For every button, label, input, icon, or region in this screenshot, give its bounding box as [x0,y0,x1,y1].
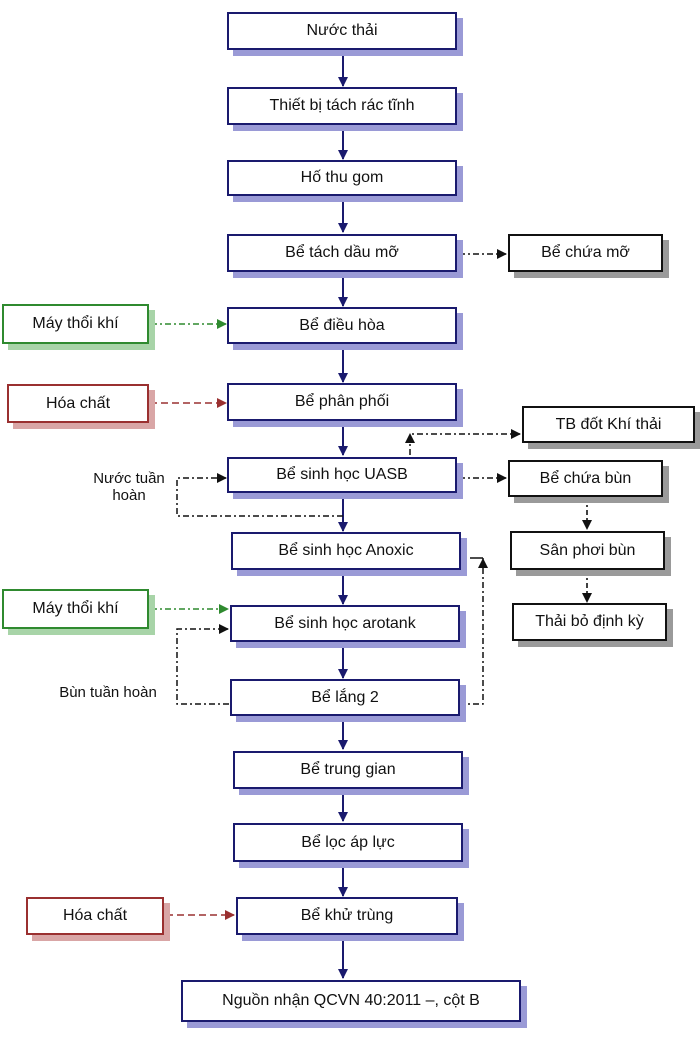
node-ho-thu-gom: Hố thu gom [227,160,457,196]
node-phan-phoi: Bể phân phối [227,383,457,421]
node-label: Bể khử trùng [300,907,394,925]
node-label: TB đốt Khí thải [555,415,662,433]
node-label: Bể sinh học UASB [276,466,408,484]
node-arotank: Bể sinh học arotank [230,605,460,642]
node-label: Nước thải [306,22,378,40]
return-up-arrowhead [478,558,488,568]
return-to-anoxic [459,558,484,705]
node-lang-2: Bể lắng 2 [230,679,460,716]
node-dieu-hoa: Bể điều hòa [227,307,457,344]
node-label: Bể trung gian [300,761,396,779]
node-label: Bể sinh học Anoxic [278,542,414,560]
node-nuoc-thai: Nước thải [227,12,457,50]
gas-up-arrowhead [405,433,415,443]
label-line: Nước tuần [93,470,165,487]
node-label: Nguồn nhận QCVN 40:2011 –, cột B [222,992,480,1010]
node-label: Sân phơi bùn [539,541,636,559]
gas-line [409,429,521,455]
node-may-thoi-khi-1: Máy thổi khí [2,304,149,344]
node-label: Máy thổi khí [32,315,119,333]
node-label: Bể chứa bùn [539,469,632,487]
node-trung-gian: Bể trung gian [233,751,463,789]
label-line: hoàn [112,487,146,505]
node-label: Hóa chất [45,394,111,412]
node-hoa-chat-1: Hóa chất [7,384,149,423]
node-chua-mo: Bể chứa mỡ [508,234,663,272]
node-nguon-nhan: Nguồn nhận QCVN 40:2011 –, cột B [181,980,521,1022]
node-label: Thải bỏ định kỳ [535,613,644,631]
node-chua-bun: Bể chứa bùn [508,460,663,497]
node-khu-trung: Bể khử trùng [236,897,458,935]
node-san-phoi-bun: Sân phơi bùn [510,531,665,570]
label-nuoc-tuan-hoan: Nước tuần hoàn [80,470,178,505]
node-label: Máy thổi khí [32,600,119,618]
node-label: Bể lọc áp lực [301,833,395,851]
node-label: Bể sinh học arotank [274,614,416,632]
water-recirc-loop [176,473,343,517]
node-thai-bo: Thải bỏ định kỳ [512,603,667,641]
node-tach-dau-mo: Bể tách dầu mỡ [227,234,457,272]
node-label: Bể tách dầu mỡ [285,244,399,262]
node-may-thoi-khi-2: Máy thổi khí [2,589,149,629]
node-label: Thiết bị tách rác tĩnh [269,97,415,115]
node-hoa-chat-2: Hóa chất [26,897,164,935]
node-uasb: Bể sinh học UASB [227,457,457,493]
label-bun-tuan-hoan: Bùn tuần hoàn [46,684,170,701]
node-label: Bể lắng 2 [311,688,379,706]
node-label: Hố thu gom [300,169,384,187]
node-tach-rac: Thiết bị tách rác tĩnh [227,87,457,125]
label-text: Bùn tuần hoàn [59,684,157,701]
node-anoxic: Bể sinh học Anoxic [231,532,461,570]
node-loc-ap-luc: Bể lọc áp lực [233,823,463,862]
node-label: Bể phân phối [294,393,390,411]
node-label: Hóa chất [62,907,128,925]
sludge-recirc-loop [176,624,229,705]
node-tb-dot-khi-thai: TB đốt Khí thải [522,406,695,443]
node-label: Bể điều hòa [299,316,385,334]
node-label: Bể chứa mỡ [541,244,630,262]
